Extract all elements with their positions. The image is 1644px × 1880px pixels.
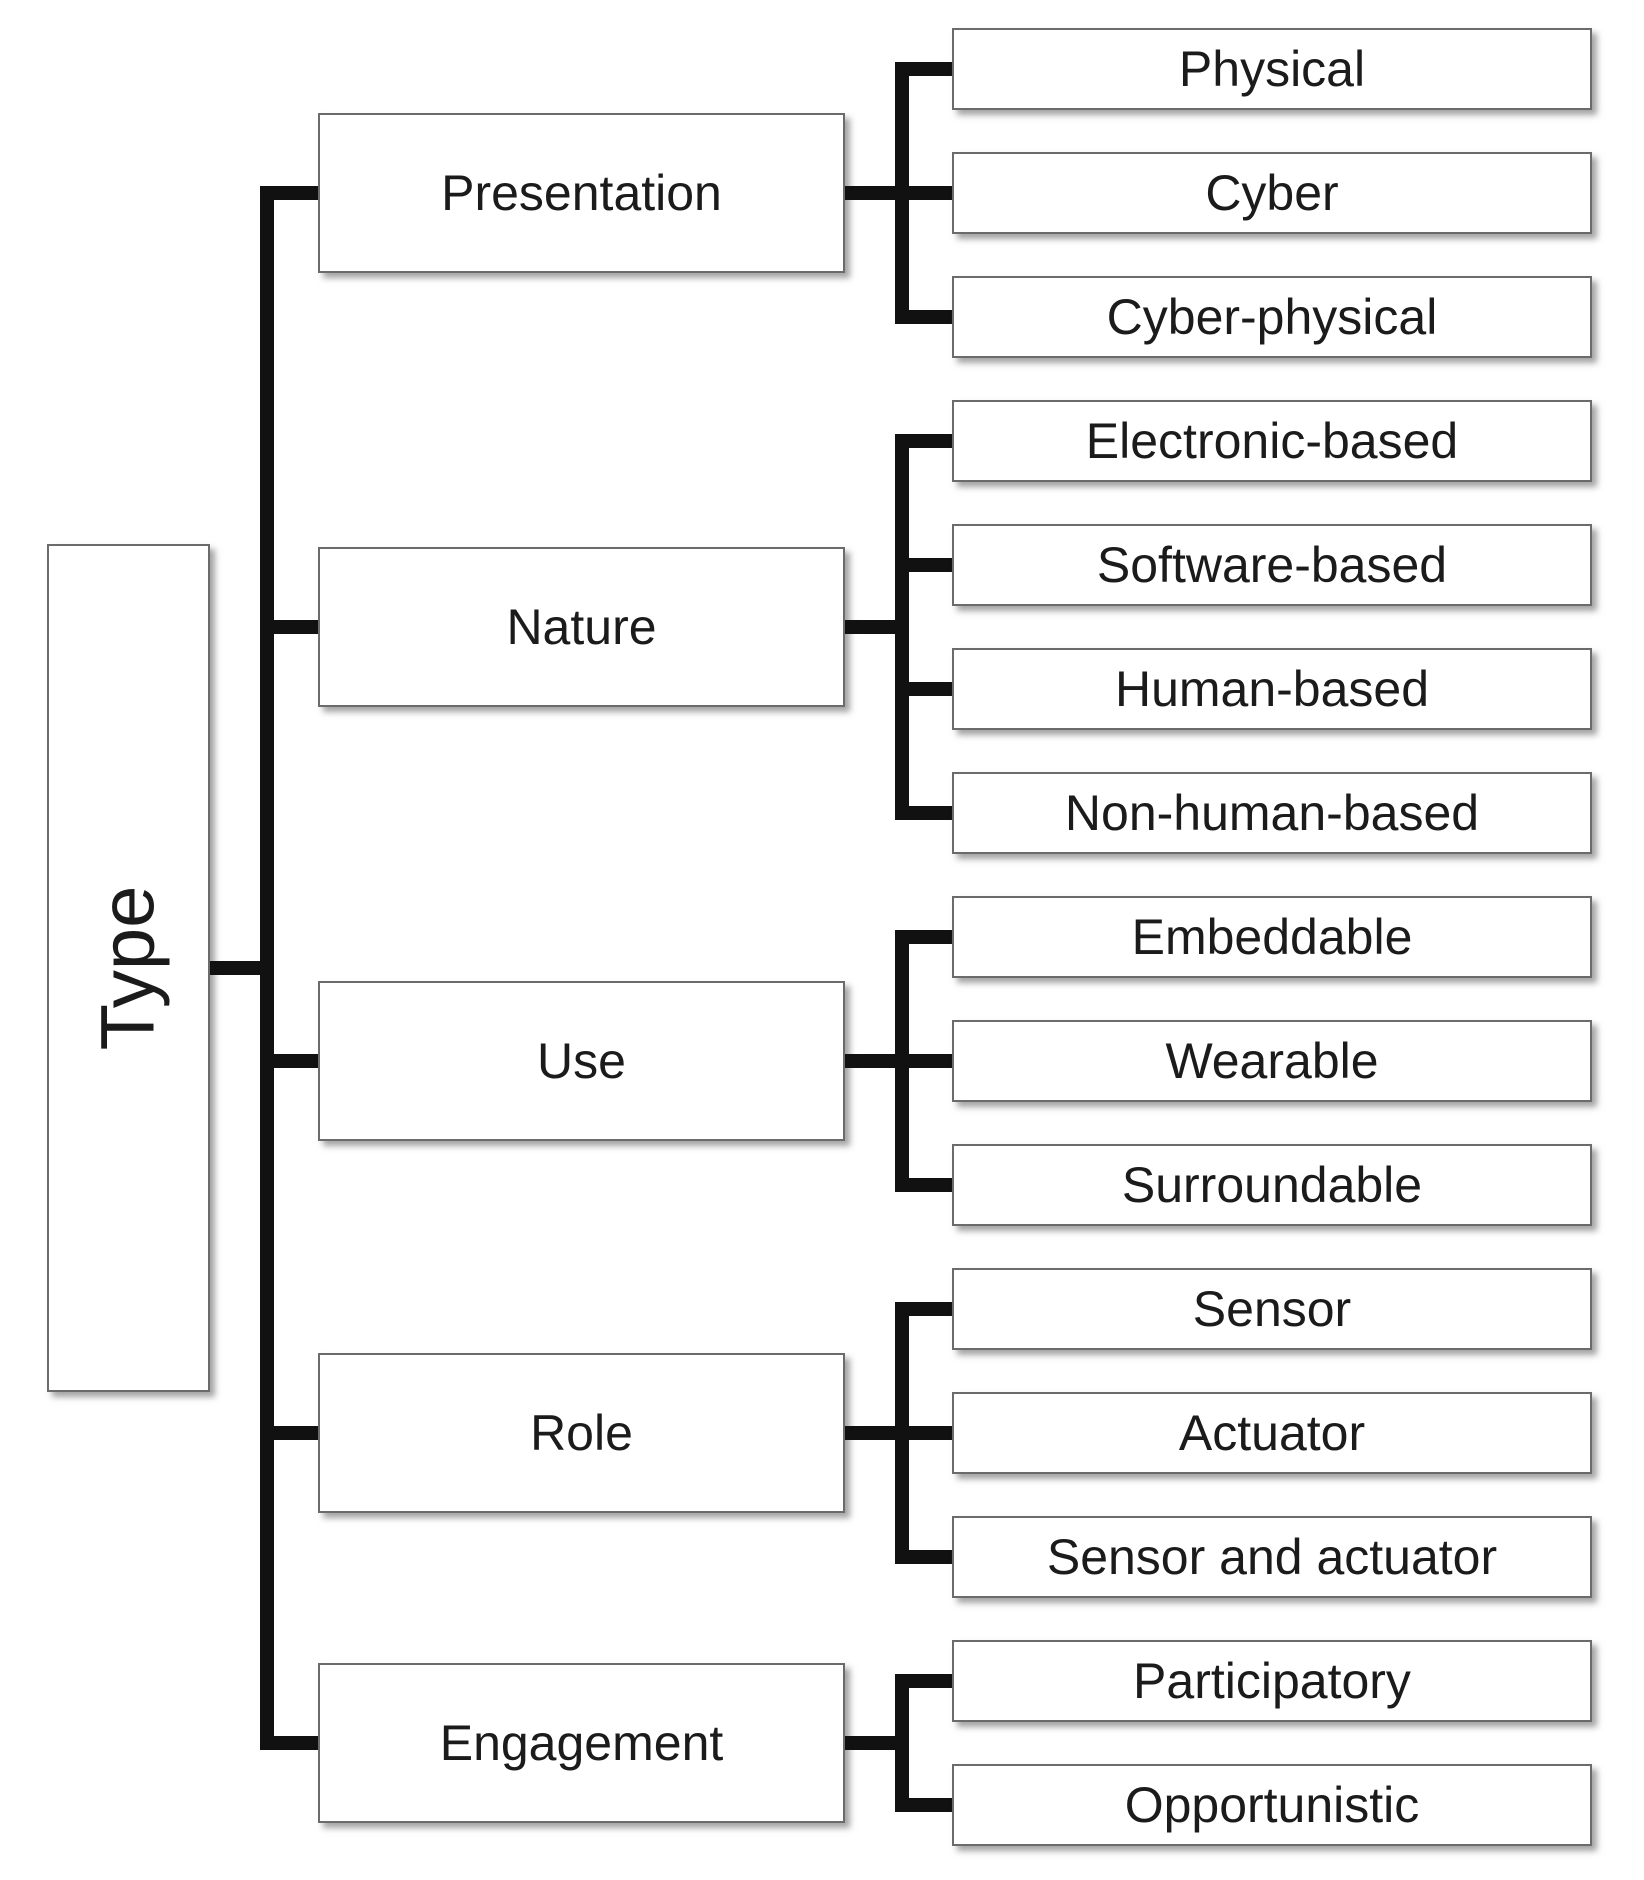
leaf-connector-software-based (895, 558, 952, 572)
type-trunk-connector (210, 961, 274, 975)
type-root-label: Type (85, 885, 171, 1051)
branch-line-nature (895, 434, 909, 820)
type-root-box: Type (47, 544, 210, 1392)
category-box-nature: Nature (318, 547, 845, 707)
category-branch-connector-use (845, 1054, 909, 1068)
branch-line-engagement (895, 1674, 909, 1812)
leaf-box-non-human-based: Non-human-based (952, 772, 1592, 854)
category-branch-connector-role (845, 1426, 909, 1440)
leaf-box-wearable: Wearable (952, 1020, 1592, 1102)
leaf-box-cyber-physical: Cyber-physical (952, 276, 1592, 358)
category-branch-connector-engagement (845, 1736, 909, 1750)
trunk-connector-role (260, 1426, 318, 1440)
leaf-box-participatory: Participatory (952, 1640, 1592, 1722)
leaf-box-sensor: Sensor (952, 1268, 1592, 1350)
trunk-connector-nature (260, 620, 318, 634)
leaf-box-human-based: Human-based (952, 648, 1592, 730)
leaf-box-actuator: Actuator (952, 1392, 1592, 1474)
leaf-connector-actuator (895, 1426, 952, 1440)
leaf-connector-cyber (895, 186, 952, 200)
leaf-connector-cyber-physical (895, 310, 952, 324)
leaf-connector-human-based (895, 682, 952, 696)
leaf-connector-physical (895, 62, 952, 76)
category-box-role: Role (318, 1353, 845, 1513)
category-box-presentation: Presentation (318, 113, 845, 273)
trunk-connector-presentation (260, 186, 318, 200)
leaf-connector-wearable (895, 1054, 952, 1068)
leaf-connector-surroundable (895, 1178, 952, 1192)
leaf-connector-embeddable (895, 930, 952, 944)
leaf-connector-sensor-and-actuator (895, 1550, 952, 1564)
leaf-box-software-based: Software-based (952, 524, 1592, 606)
category-box-engagement: Engagement (318, 1663, 845, 1823)
leaf-box-opportunistic: Opportunistic (952, 1764, 1592, 1846)
leaf-connector-sensor (895, 1302, 952, 1316)
trunk-connector-engagement (260, 1736, 318, 1750)
leaf-connector-participatory (895, 1674, 952, 1688)
leaf-connector-opportunistic (895, 1798, 952, 1812)
leaf-box-sensor-and-actuator: Sensor and actuator (952, 1516, 1592, 1598)
leaf-connector-electronic-based (895, 434, 952, 448)
leaf-box-electronic-based: Electronic-based (952, 400, 1592, 482)
category-box-use: Use (318, 981, 845, 1141)
category-branch-connector-presentation (845, 186, 909, 200)
leaf-connector-non-human-based (895, 806, 952, 820)
category-branch-connector-nature (845, 620, 909, 634)
trunk-connector-use (260, 1054, 318, 1068)
leaf-box-physical: Physical (952, 28, 1592, 110)
leaf-box-surroundable: Surroundable (952, 1144, 1592, 1226)
leaf-box-embeddable: Embeddable (952, 896, 1592, 978)
leaf-box-cyber: Cyber (952, 152, 1592, 234)
